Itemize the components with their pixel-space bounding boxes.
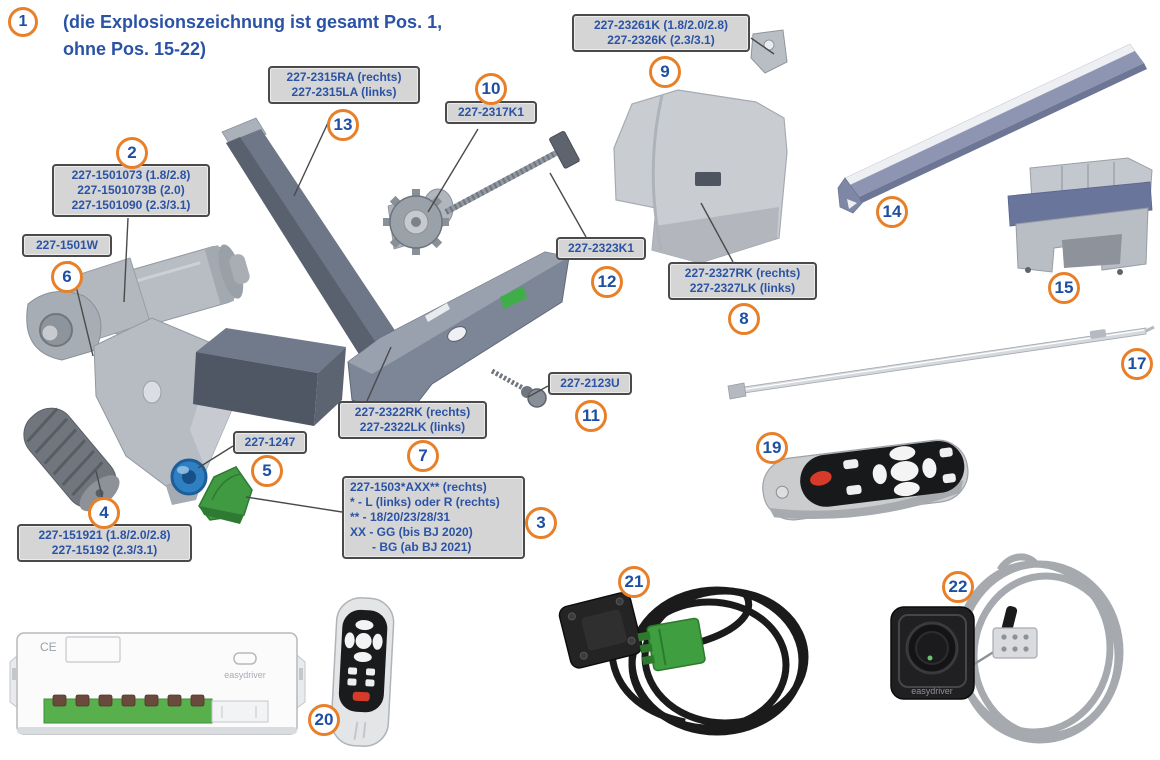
part-number: 227-1501073B (2.0) xyxy=(77,183,185,197)
position-badge-4: 4 xyxy=(88,497,120,529)
part-number: 227-2315LA (links) xyxy=(291,85,397,99)
position-badge-11: 11 xyxy=(575,400,607,432)
part-remote-control xyxy=(762,439,969,521)
position-badge-9: 9 xyxy=(649,56,681,88)
part-number: 227-151921 (1.8/2.0/2.8) xyxy=(38,528,171,542)
note-line-2: ohne Pos. 15-22) xyxy=(63,39,207,59)
part-roller-gear xyxy=(383,188,454,255)
position-badge-7: 7 xyxy=(407,440,439,472)
part-label-pos2: 227-1501073 (1.8/2.8) 227-1501073B (2.0)… xyxy=(52,164,210,217)
part-label-pos10: 227-2317K1 xyxy=(445,101,537,124)
part-number: 227-2123U xyxy=(560,376,620,390)
part-spacer-box xyxy=(193,328,346,426)
controller-logo: easydriver xyxy=(224,652,266,680)
position-badge-2: 2 xyxy=(116,137,148,169)
position-badge-14: 14 xyxy=(876,196,908,228)
part-number: 227-1503*AXX** (rechts) xyxy=(350,480,487,494)
part-support-rod xyxy=(727,325,1155,400)
position-badge-12: 12 xyxy=(591,266,623,298)
part-number: 227-1247 xyxy=(244,435,296,449)
part-label-pos8: 227-2327RK (rechts) 227-2327LK (links) xyxy=(668,262,817,300)
part-mounting-rail xyxy=(837,43,1147,214)
part-number: 227-2315RA (rechts) xyxy=(286,70,402,84)
part-number: 227-2317K1 xyxy=(457,105,525,119)
svg-text:easydriver: easydriver xyxy=(224,670,266,680)
part-control-unit: CE easydriver xyxy=(9,632,306,735)
part-label-pos7: 227-2322RK (rechts) 227-2322LK (links) xyxy=(338,401,487,439)
part-number: 227-2322LK (links) xyxy=(359,420,466,434)
part-number: 227-15192 (2.3/3.1) xyxy=(51,543,158,557)
ce-mark: CE xyxy=(40,640,57,654)
part-number: 227-1501W xyxy=(35,238,99,252)
part-label-pos4: 227-151921 (1.8/2.0/2.8) 227-15192 (2.3/… xyxy=(17,524,192,562)
part-swing-arm-column xyxy=(221,117,419,359)
part-number: 227-2327LK (links) xyxy=(689,281,796,295)
position-badge-19: 19 xyxy=(756,432,788,464)
part-number: * - L (links) oder R (rechts) xyxy=(350,495,500,509)
part-number: 227-23261K (1.8/2.0/2.8) xyxy=(593,18,729,32)
part-label-pos5: 227-1247 xyxy=(233,431,307,454)
part-number: ** - 18/20/23/28/31 xyxy=(350,510,451,524)
part-number: 227-1501090 (2.3/3.1) xyxy=(71,198,191,212)
part-fixing-clip xyxy=(750,29,788,74)
part-wall-switch-cable: easydriver xyxy=(890,553,1124,744)
part-motor-cover xyxy=(613,89,788,264)
position-badge-17: 17 xyxy=(1121,348,1153,380)
part-number: - BG (ab BJ 2021) xyxy=(372,540,472,554)
position-badge-1: 1 xyxy=(8,7,38,37)
position-badge-20: 20 xyxy=(308,704,340,736)
wall-button: easydriver xyxy=(890,606,975,700)
button-logo: easydriver xyxy=(911,686,953,696)
position-badge-5: 5 xyxy=(251,455,283,487)
part-drive-motor xyxy=(26,244,250,361)
position-badge-8: 8 xyxy=(728,303,760,335)
part-number: 227-2322RK (rechts) xyxy=(354,405,471,419)
part-drive-roller xyxy=(23,407,120,512)
part-threaded-rod xyxy=(444,130,580,215)
leader-lines xyxy=(69,37,775,518)
part-number: 227-2326K (2.3/3.1) xyxy=(607,33,715,47)
position-badge-3: 3 xyxy=(525,507,557,539)
part-spacer-disc xyxy=(170,458,208,496)
part-number: 227-2323K1 xyxy=(567,241,635,255)
position-badge-22: 22 xyxy=(942,571,974,603)
part-number: XX - GG (bis BJ 2020) xyxy=(350,525,473,539)
position-badge-21: 21 xyxy=(618,566,650,598)
position-badge-15: 15 xyxy=(1048,272,1080,304)
part-number: 227-1501073 (1.8/2.8) xyxy=(71,168,191,182)
part-fixing-block xyxy=(1007,157,1153,275)
position-badge-10: 10 xyxy=(475,73,507,105)
part-label-pos3: 227-1503*AXX** (rechts) * - L (links) od… xyxy=(342,476,525,559)
diagram-note: (die Explosionszeichnung ist gesamt Pos.… xyxy=(63,9,442,63)
part-magnet-sensor-cable xyxy=(558,586,809,736)
terminal-connectors xyxy=(52,694,205,707)
part-label-pos9: 227-23261K (1.8/2.0/2.8) 227-2326K (2.3/… xyxy=(572,14,750,52)
part-remote-control-vertical xyxy=(330,597,395,747)
sensor-head xyxy=(558,592,643,669)
cable-connector xyxy=(992,627,1038,659)
part-label-pos13: 227-2315RA (rechts) 227-2315LA (links) xyxy=(268,66,420,104)
position-badge-13: 13 xyxy=(327,109,359,141)
part-label-pos6: 227-1501W xyxy=(22,234,112,257)
part-bolt xyxy=(490,368,547,408)
part-cover-wedge xyxy=(198,466,253,524)
note-line-1: (die Explosionszeichnung ist gesamt Pos.… xyxy=(63,12,443,32)
part-label-pos11: 227-2123U xyxy=(548,372,632,395)
part-label-pos12: 227-2323K1 xyxy=(556,237,646,260)
position-badge-6: 6 xyxy=(51,261,83,293)
part-number: 227-2327RK (rechts) xyxy=(684,266,801,280)
green-connector xyxy=(637,617,706,672)
